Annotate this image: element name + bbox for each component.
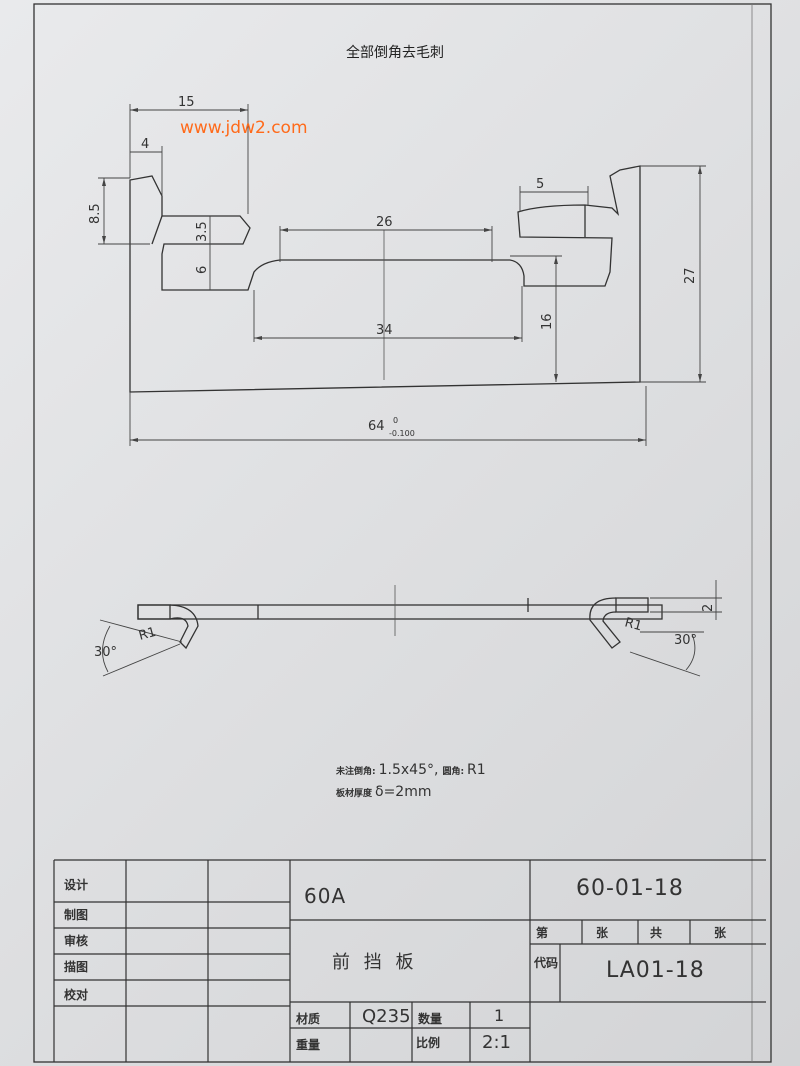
thickness-label: 板材厚度	[336, 789, 373, 799]
dim-15: 15	[178, 95, 195, 110]
right-tab	[615, 597, 649, 613]
dim-27: 27	[683, 267, 698, 284]
sheet-label-di: 第	[536, 926, 549, 940]
dim-26: 26	[376, 215, 393, 230]
plate-body	[137, 604, 663, 620]
dim-8-5: 8.5	[88, 203, 103, 224]
angle-right: 30°	[674, 633, 697, 648]
role-drafting: 制图	[64, 908, 89, 922]
technical-notes: 未注倒角: 1.5x45°, 圆角: R1 板材厚度 δ=2mm	[336, 762, 490, 806]
watermark-url[interactable]: www.jdw2.com	[180, 118, 308, 138]
lip-left-inner	[151, 215, 163, 245]
title-block-grid	[53, 859, 766, 1062]
drawing-number: 60-01-18	[576, 876, 684, 901]
sheet-label-zhang-2: 张	[714, 926, 727, 940]
hook-left	[169, 604, 199, 650]
chamfer-label: 未注倒角:	[336, 767, 376, 777]
side-dimension-lines	[99, 580, 722, 677]
hook-right	[589, 597, 621, 649]
scale-value: 2:1	[482, 1032, 511, 1053]
code-label: 代码	[534, 956, 559, 970]
left-tab	[137, 604, 171, 620]
material-label: 材质	[296, 1012, 321, 1026]
radius-left: R1	[137, 625, 158, 644]
profile-arrowheads	[102, 108, 702, 442]
dim-5: 5	[536, 177, 544, 192]
thickness-value: δ=2mm	[375, 784, 432, 800]
sheet-label-zhang-1: 张	[596, 926, 609, 940]
fillet-value: R1	[467, 762, 486, 778]
quantity-label: 数量	[418, 1012, 443, 1026]
sheet-label-gong: 共	[650, 926, 663, 940]
dim-64: 64	[368, 419, 385, 434]
header-note: 全部倒角去毛刺	[346, 45, 444, 61]
profile-dimension-lines	[98, 104, 706, 446]
radius-right: R1	[623, 615, 644, 634]
material-value: Q235	[362, 1006, 411, 1027]
quantity-value: 1	[494, 1006, 505, 1025]
profile-view	[129, 165, 641, 393]
dim-3-5: 3.5	[195, 221, 210, 242]
dim-34: 34	[376, 323, 393, 338]
tolerance-lower: -0.100	[389, 429, 415, 438]
role-review: 审核	[64, 934, 89, 948]
scale-label: 比例	[416, 1036, 441, 1050]
weight-label: 重量	[296, 1038, 321, 1052]
dim-16: 16	[540, 313, 555, 330]
profile-outline	[129, 165, 641, 393]
sheet-border	[33, 3, 772, 1063]
role-proofing: 校对	[64, 988, 89, 1002]
dim-6: 6	[195, 266, 210, 274]
side-view	[137, 597, 663, 650]
model-name: 60A	[304, 884, 347, 908]
dim-4: 4	[141, 137, 149, 152]
notes-line-1: 未注倒角: 1.5x45°, 圆角: R1	[336, 762, 490, 784]
dim-2: 2	[701, 604, 716, 612]
title-block: 设计 制图 审核 描图 校对 60A 60-01-18 第 张 共 张 代码 L…	[54, 860, 766, 1060]
part-name: 前 挡 板	[332, 952, 418, 973]
angle-left: 30°	[94, 645, 117, 660]
tolerance-upper: 0	[393, 416, 398, 425]
chamfer-value: 1.5x45°,	[378, 762, 439, 778]
fillet-label: 圆角:	[442, 767, 465, 777]
code-value: LA01-18	[606, 958, 705, 983]
role-tracing: 描图	[64, 960, 89, 974]
role-design: 设计	[64, 878, 89, 892]
notes-line-2: 板材厚度 δ=2mm	[336, 784, 490, 806]
